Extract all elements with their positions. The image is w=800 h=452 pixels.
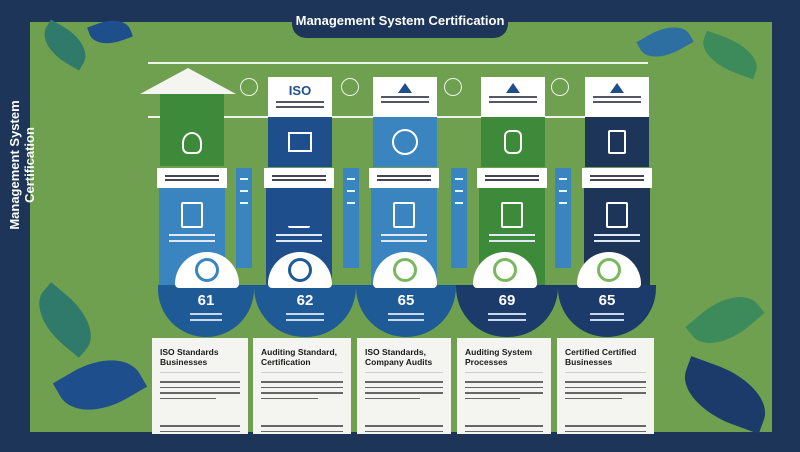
house-roof (140, 68, 236, 94)
connector-node (341, 78, 359, 96)
globe-icon (493, 258, 517, 282)
connector-pillar (343, 168, 359, 268)
info-card-5: Certified Certified Businesses (557, 338, 654, 434)
document-icon (585, 117, 649, 167)
building-icon (398, 83, 412, 93)
document-icon (501, 202, 523, 228)
info-card-1: ISO Standards Businesses (152, 338, 248, 434)
side-title: Management System Certification (7, 100, 37, 230)
globe-icon (195, 258, 219, 282)
buildings-icon (268, 117, 332, 167)
document-icon (606, 202, 628, 228)
connector-pillar (451, 168, 467, 268)
globe-icon (288, 258, 312, 282)
connector-pillar (555, 168, 571, 268)
hand-icon (481, 117, 545, 167)
connector-node (444, 78, 462, 96)
book-icon (181, 202, 203, 228)
bottom-band (0, 432, 800, 452)
top-label-box (585, 77, 649, 117)
connector-node (240, 78, 258, 96)
connector-node (551, 78, 569, 96)
top-label-box (373, 77, 437, 117)
info-card-2: Auditing Standard, Certification (253, 338, 351, 434)
building-icon (506, 83, 520, 93)
info-card-3: ISO Standards, Company Audits (357, 338, 451, 434)
globe-icon (373, 117, 437, 167)
growth-chart-icon (288, 202, 310, 228)
house-body (160, 94, 224, 166)
building-icon (610, 83, 624, 93)
connector-rail (148, 62, 648, 64)
info-card-4: Auditing System Processes (457, 338, 551, 434)
iso-logo: ISO (288, 83, 312, 98)
document-icon (393, 202, 415, 228)
connector-pillar (236, 168, 252, 268)
globe-icon (393, 258, 417, 282)
globe-icon (597, 258, 621, 282)
iso-label-box: ISO (268, 77, 332, 117)
page-title: Management System Certification (292, 4, 508, 38)
tree-icon (160, 120, 224, 166)
top-label-box (481, 77, 545, 117)
